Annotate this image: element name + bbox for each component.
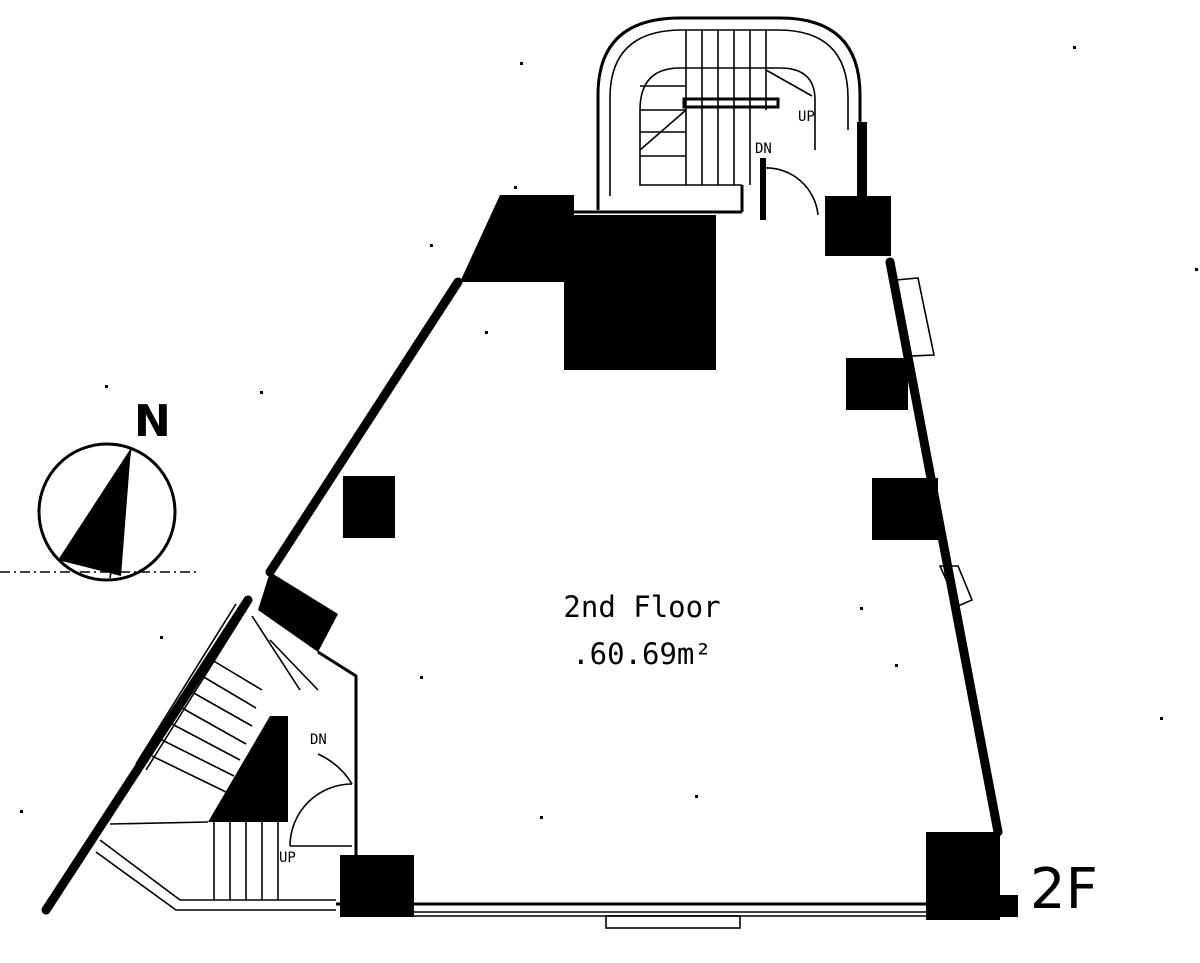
- lower-stair-down-label: DN: [310, 732, 327, 748]
- level-tag: 2F: [1030, 857, 1098, 922]
- lower-stair-up-label: UP: [279, 850, 296, 866]
- exterior-walls: [41, 257, 1003, 929]
- columns: [258, 195, 1018, 920]
- north-arrow: [0, 442, 198, 582]
- scan-specks: [20, 46, 1198, 819]
- upper-stair-down-label: DN: [755, 141, 772, 157]
- lower-stairwell: [95, 603, 358, 911]
- side-windows: [895, 277, 974, 608]
- floor-name-label: 2nd Floor: [563, 590, 721, 624]
- north-label: N: [134, 396, 171, 447]
- upper-stairwell: [574, 16, 867, 220]
- upper-stair-up-label: UP: [798, 109, 815, 125]
- floor-area-label: .60.69m²: [572, 637, 712, 671]
- lower-stair-treads: [109, 615, 319, 900]
